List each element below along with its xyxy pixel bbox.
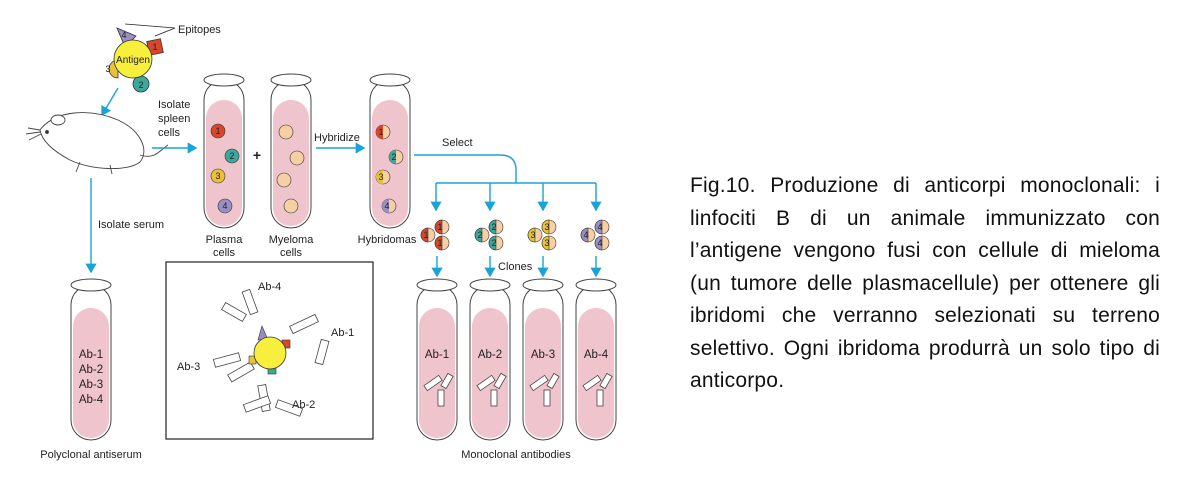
svg-text:1: 1	[437, 222, 442, 232]
monoclonal-label: Monoclonal antibodies	[461, 449, 571, 461]
plasma-cells-tube: 1 2 3 4	[203, 73, 245, 229]
clone-numbers: 1 1 1 2 2 2 3 3 3 4 4 4	[423, 222, 602, 248]
epitope-pointer	[124, 23, 176, 29]
monoclonal-tube-label-3: Ab-3	[531, 349, 555, 361]
monoclonal-tube-label-2: Ab-2	[478, 349, 502, 361]
myeloma-tube-label: cells	[280, 247, 303, 259]
svg-text:3: 3	[544, 238, 549, 248]
isolate-serum-label: Isolate serum	[98, 219, 164, 231]
svg-text:4: 4	[583, 230, 588, 240]
figure-caption: Fig.10. Produzione di anticorpi monoclon…	[690, 174, 1160, 393]
epitope-1-label: 1	[152, 42, 157, 52]
polyclonal-content-2: Ab-2	[79, 364, 103, 376]
svg-text:2: 2	[491, 222, 496, 232]
epitope-3-label: 3	[105, 64, 110, 74]
plasma-cell-2: 2	[229, 151, 234, 161]
monoclonal-tubes	[416, 278, 617, 441]
hybridoma-cell-3: 3	[378, 172, 383, 182]
polyclonal-content-3: Ab-3	[79, 379, 103, 391]
monoclonal-antibody-diagram: 4 1 3 2 Antigen Epitopes Isolate spleen …	[25, 23, 617, 461]
hybridoma-cell-4: 4	[384, 201, 389, 211]
monoclonal-tube-label-4: Ab-4	[584, 349, 609, 361]
clone-clusters	[420, 219, 610, 251]
svg-text:2: 2	[477, 230, 482, 240]
monoclonal-tube-label-1: Ab-1	[425, 349, 449, 361]
select-label: Select	[442, 137, 473, 149]
plus-sign: +	[253, 147, 261, 163]
svg-text:4: 4	[597, 238, 602, 248]
inset-label-ab1: Ab-1	[331, 327, 354, 339]
plasma-cell-3: 3	[215, 171, 220, 181]
clones-label: Clones	[498, 261, 533, 273]
plasma-cell-4: 4	[222, 201, 227, 211]
polyclonal-tube	[70, 278, 112, 441]
hybridomas-tube: 1 2 3 4	[369, 73, 411, 229]
antibody-glyphs	[423, 372, 613, 407]
svg-text:3: 3	[530, 230, 535, 240]
myeloma-cells-tube	[270, 73, 312, 229]
epitope-4-label: 4	[121, 30, 126, 40]
antigen-sphere	[113, 39, 153, 79]
inset-label-ab3: Ab-3	[177, 361, 200, 373]
svg-text:1: 1	[437, 238, 442, 248]
plasma-cell-1: 1	[215, 126, 220, 136]
svg-text:3: 3	[544, 222, 549, 232]
plasma-tube-label: cells	[213, 247, 236, 259]
plasma-tube-label: Plasma	[206, 234, 244, 246]
hybridoma-cell-1: 1	[378, 127, 383, 137]
antigen-group: 4 1 3 2 Antigen Epitopes	[105, 23, 221, 93]
hybridize-label: Hybridize	[314, 132, 360, 144]
immunize-arrow	[101, 87, 119, 117]
isolate-spleen-label: cells	[158, 127, 181, 139]
inset-box	[165, 261, 374, 440]
isolate-spleen-label: spleen	[158, 113, 190, 125]
epitope-2-label: 2	[138, 80, 143, 90]
hybridomas-label: Hybridomas	[358, 234, 417, 246]
inset-label-ab4: Ab-4	[258, 281, 281, 293]
inset-label-ab2: Ab-2	[292, 399, 315, 411]
clone-arrows	[431, 256, 602, 278]
polyclonal-label: Polyclonal antiserum	[40, 449, 142, 461]
mouse-illustration	[25, 112, 169, 175]
isolate-spleen-label: Isolate	[158, 99, 190, 111]
polyclonal-content-1: Ab-1	[79, 349, 103, 361]
polyclonal-content-4: Ab-4	[79, 394, 104, 406]
epitope-pointer	[154, 27, 176, 37]
hybridoma-cell-2: 2	[391, 152, 396, 162]
select-branches	[414, 154, 602, 212]
antigen-label: Antigen	[116, 55, 150, 66]
svg-text:1: 1	[423, 230, 428, 240]
epitopes-label: Epitopes	[178, 24, 221, 36]
svg-text:2: 2	[491, 238, 496, 248]
myeloma-tube-label: Myeloma	[269, 234, 315, 246]
svg-text:4: 4	[597, 222, 602, 232]
